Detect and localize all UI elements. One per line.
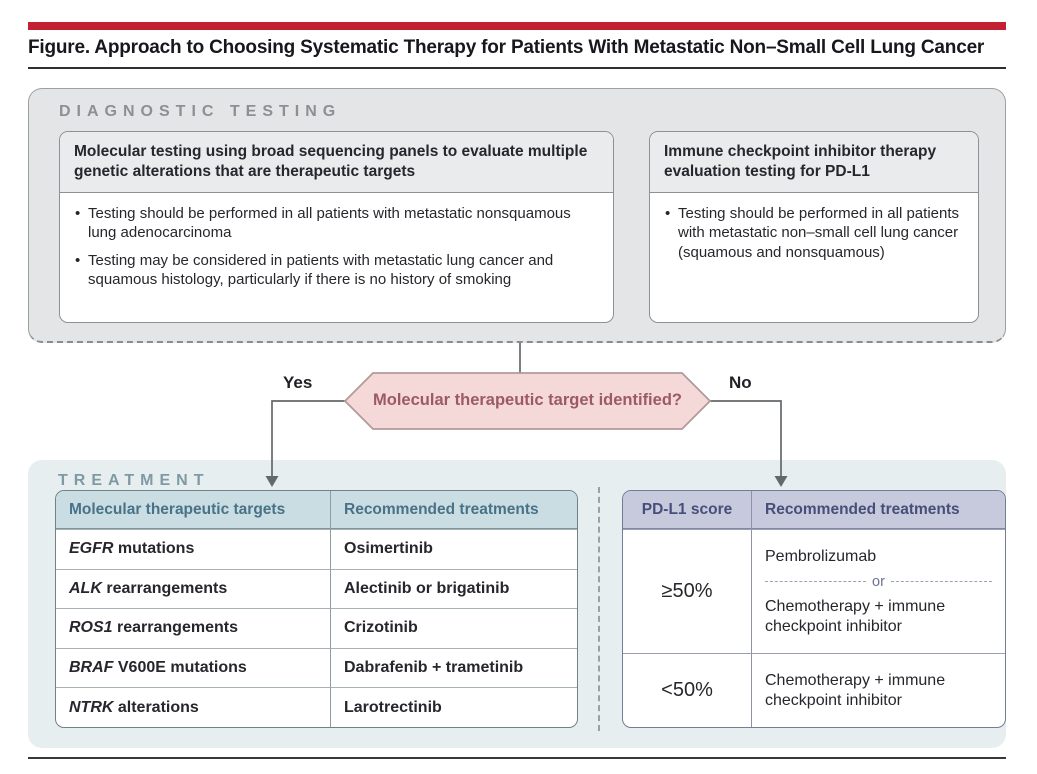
target-suffix: V600E mutations: [113, 659, 247, 677]
tables-dashed-divider: [598, 487, 600, 731]
accent-bar: [28, 22, 1006, 30]
or-separator: or: [765, 574, 992, 590]
treatment-cell: Alectinib or brigatinib: [330, 568, 577, 609]
immune-checkpoint-header: Immune checkpoint inhibitor therapy eval…: [650, 132, 978, 193]
pdl1-table-header-col2: Recommended treatments: [751, 491, 1005, 529]
branch-label-yes: Yes: [283, 373, 313, 392]
target-suffix: rearrangements: [112, 619, 238, 637]
treatment-cell: Larotrectinib: [330, 687, 577, 727]
treatment-option-a: Pembrolizumab: [765, 547, 877, 565]
or-label: or: [872, 573, 885, 590]
title-divider: [28, 67, 1006, 69]
treatment-cell: Dabrafenib + trametinib: [330, 647, 577, 688]
target-suffix: rearrangements: [101, 579, 228, 597]
treatment-option-a: Chemotherapy + immune checkpoint inhibit…: [765, 671, 946, 709]
molecular-testing-bullets: Testing should be performed in all patie…: [74, 204, 599, 290]
bullet-text: Testing may be considered in patients wi…: [88, 251, 554, 289]
target-cell: ALK rearrangements: [56, 568, 330, 609]
bullet-text: Testing should be performed in all patie…: [678, 204, 960, 261]
target-cell: NTRK alterations: [56, 687, 330, 727]
dash-line: [890, 581, 992, 582]
branch-label-no: No: [729, 373, 752, 392]
treatment-option-b: Chemotherapy + immune checkpoint inhibit…: [765, 597, 946, 635]
target-cell: EGFR mutations: [56, 529, 330, 569]
treatment-section: TREATMENT Molecular therapeutic targets …: [28, 460, 1006, 748]
molecular-testing-box: Molecular testing using broad sequencing…: [59, 131, 614, 323]
target-suffix: mutations: [113, 540, 195, 558]
diagnostic-testing-section: DIAGNOSTIC TESTING Molecular testing usi…: [28, 88, 1006, 343]
molecular-testing-header: Molecular testing using broad sequencing…: [60, 132, 613, 193]
decision-question: Molecular therapeutic target identified?: [373, 391, 682, 409]
immune-checkpoint-box: Immune checkpoint inhibitor therapy eval…: [649, 131, 979, 323]
treatment-cell: Osimertinib: [330, 529, 577, 569]
pdl1-treatment-cell: Chemotherapy + immune checkpoint inhibit…: [751, 653, 1005, 727]
gene-name: BRAF: [69, 659, 114, 677]
dash-line: [765, 581, 867, 582]
pdl1-score-cell: <50%: [623, 653, 751, 727]
molecular-testing-body: Testing should be performed in all patie…: [60, 193, 613, 322]
gene-name: ROS1: [69, 619, 113, 637]
pdl1-treatment-cell: Pembrolizumab or Chemotherapy + immune c…: [751, 529, 1005, 653]
bullet-text: Testing should be performed in all patie…: [88, 204, 571, 242]
bullet-item: Testing should be performed in all patie…: [664, 204, 964, 263]
target-suffix: alterations: [113, 698, 199, 716]
treatment-section-label: TREATMENT: [58, 472, 210, 489]
bottom-divider: [28, 757, 1006, 759]
bullet-item: Testing may be considered in patients wi…: [74, 251, 599, 290]
treatment-cell: Crizotinib: [330, 608, 577, 648]
bullet-item: Testing should be performed in all patie…: [74, 204, 599, 243]
gene-name: NTRK: [69, 698, 114, 716]
molecular-targets-table: Molecular therapeutic targets Recommende…: [55, 490, 578, 728]
immune-checkpoint-body: Testing should be performed in all patie…: [650, 193, 978, 322]
targets-table-header-col1: Molecular therapeutic targets: [56, 491, 330, 529]
figure-title: Figure. Approach to Choosing Systematic …: [28, 37, 985, 58]
diagnostic-section-label: DIAGNOSTIC TESTING: [59, 103, 342, 120]
target-cell: ROS1 rearrangements: [56, 608, 330, 648]
gene-name: EGFR: [69, 540, 114, 558]
pdl1-score-cell: ≥50%: [623, 529, 751, 653]
immune-checkpoint-bullets: Testing should be performed in all patie…: [664, 204, 964, 263]
target-cell: BRAF V600E mutations: [56, 647, 330, 688]
pdl1-score-table: PD-L1 score Recommended treatments ≥50% …: [622, 490, 1006, 728]
pdl1-table-header-col1: PD-L1 score: [623, 491, 751, 529]
gene-name: ALK: [69, 579, 102, 597]
targets-table-header-col2: Recommended treatments: [330, 491, 577, 529]
